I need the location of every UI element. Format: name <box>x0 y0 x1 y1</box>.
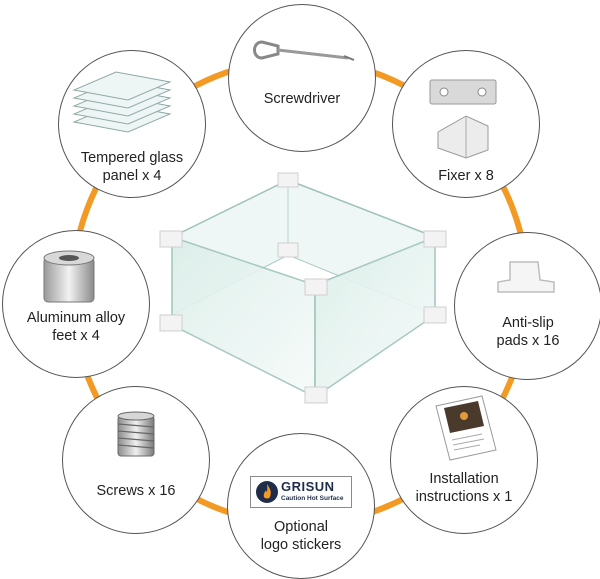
screws-label: Screws x 16 <box>96 483 176 499</box>
anti-slip-pad-icon <box>497 261 555 293</box>
sticker-caution-text: Caution Hot Surface <box>281 495 344 502</box>
aluminum-foot-icon <box>43 250 95 303</box>
screwdriver-circle <box>228 4 376 152</box>
logo-stickers-label-line2: logo stickers <box>260 537 342 553</box>
logo-sticker: GRISUN Caution Hot Surface <box>250 476 352 508</box>
glass-panels-icon <box>72 71 172 133</box>
sticker-brand-text: GRISUN <box>281 479 335 494</box>
glass-panel-label-line2: panel x 4 <box>102 168 162 184</box>
anti-slip-circle <box>454 232 600 380</box>
logo-stickers-label-line1: Optional <box>273 519 328 535</box>
anti-slip-label-line1: Anti-slip <box>502 315 554 331</box>
fixer-label: Fixer x 8 <box>438 168 494 184</box>
screwdriver-label: Screwdriver <box>263 91 341 107</box>
glass-panel-label-line1: Tempered glass <box>80 150 184 166</box>
instructions-label-line2: instructions x 1 <box>415 489 513 505</box>
anti-slip-label-line2: pads x 16 <box>496 333 560 349</box>
fixer-icon <box>429 79 497 159</box>
manual-icon <box>435 395 497 461</box>
feet-label-line2: feet x 4 <box>52 328 100 344</box>
instructions-label-line1: Installation <box>429 471 499 487</box>
screw-icon <box>117 411 155 457</box>
screwdriver-icon <box>253 40 355 61</box>
feet-label-line1: Aluminum alloy <box>26 310 126 326</box>
screws-circle <box>62 386 210 534</box>
flame-logo-icon <box>256 481 278 503</box>
glass-wind-guard-icon <box>159 172 447 404</box>
